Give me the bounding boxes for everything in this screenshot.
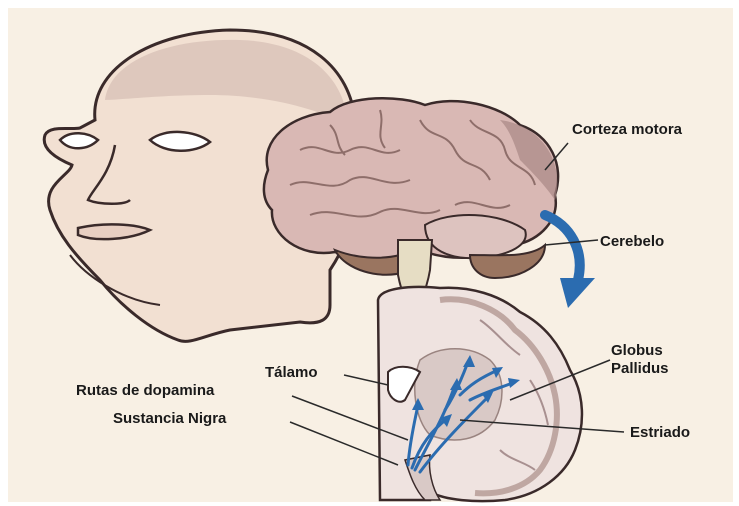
label-rutas-dopamina: Rutas de dopamina xyxy=(76,382,214,400)
label-cerebelo: Cerebelo xyxy=(600,233,664,251)
label-sustancia-nigra: Sustancia Nigra xyxy=(113,410,226,428)
label-corteza-motora: Corteza motora xyxy=(572,121,682,139)
brain xyxy=(264,98,558,259)
label-globus-pallidus: Globus Pallidus xyxy=(611,342,706,378)
label-estriado: Estriado xyxy=(630,424,690,442)
label-talamo: Tálamo xyxy=(265,364,318,382)
